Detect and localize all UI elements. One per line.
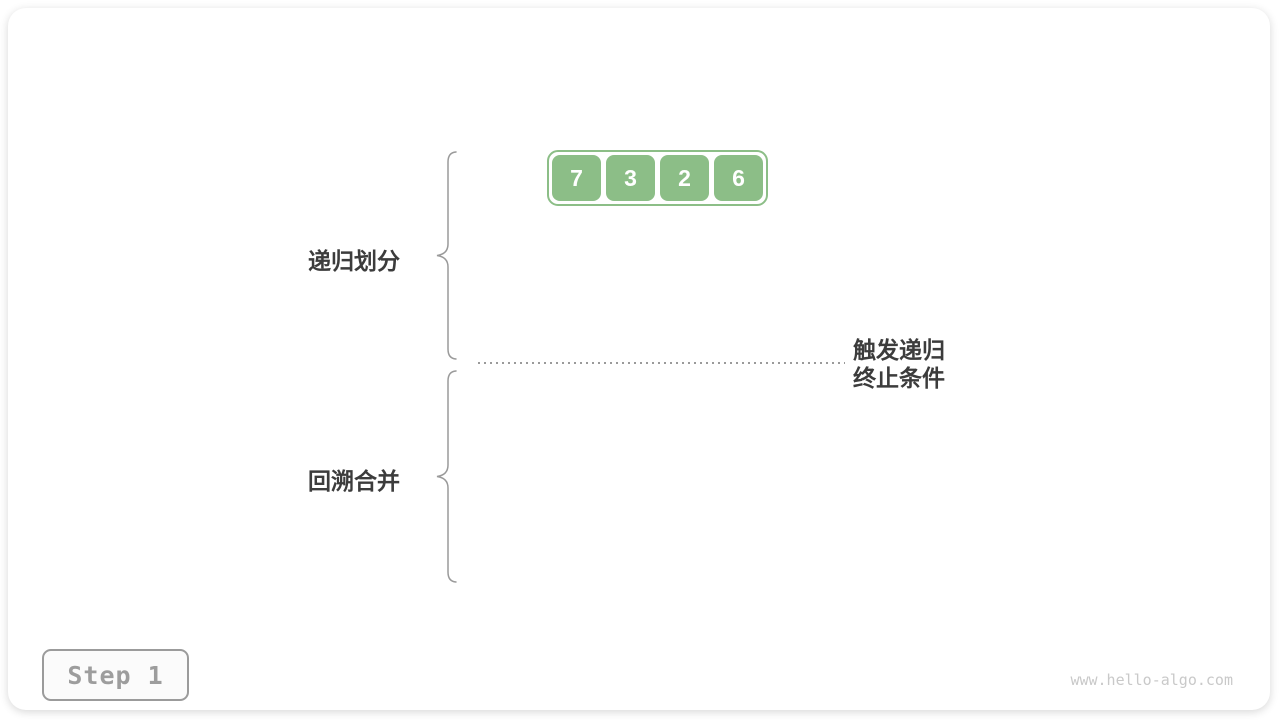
divide-phase-label: 递归划分: [308, 248, 400, 274]
termination-dotted-line: [478, 362, 845, 364]
curly-brace-divide-icon: [436, 151, 457, 360]
termination-label: 触发递归 终止条件: [853, 336, 945, 392]
merge-phase-label: 回溯合并: [308, 468, 400, 494]
watermark: www.hello-algo.com: [1070, 671, 1233, 689]
array-container: 7 3 2 6: [547, 150, 768, 206]
curly-brace-merge-icon: [436, 370, 457, 583]
array-cell: 2: [660, 155, 709, 201]
termination-label-line1: 触发递归: [853, 337, 945, 363]
figure-card: 7 3 2 6 递归划分 回溯合并 触发递归 终止条件 Step 1 www.h…: [8, 8, 1270, 710]
array-cell: 3: [606, 155, 655, 201]
termination-label-line2: 终止条件: [853, 365, 945, 391]
array-cell: 6: [714, 155, 763, 201]
array-cell: 7: [552, 155, 601, 201]
step-badge: Step 1: [42, 649, 189, 701]
